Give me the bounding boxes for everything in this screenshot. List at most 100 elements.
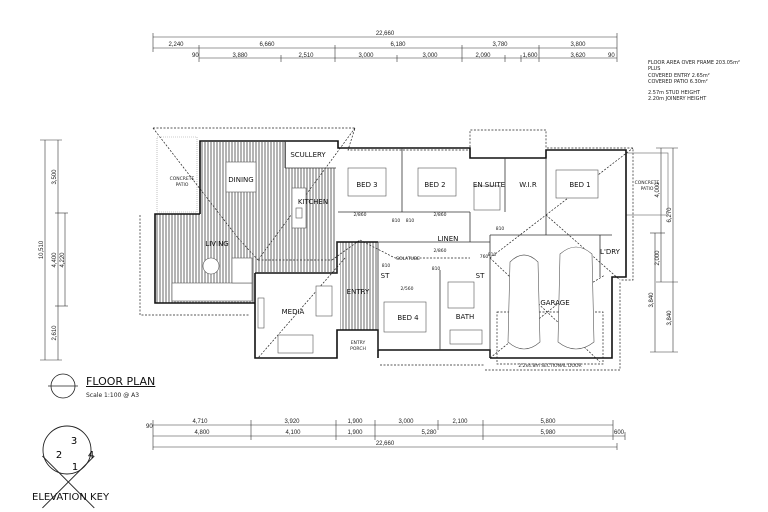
living-coffee-table [202, 257, 220, 275]
dim-bottom-wall: 90 [146, 424, 153, 430]
dim-left: 3,500 [52, 169, 58, 185]
dim-left: 4,400 [52, 252, 58, 268]
room-label: L'DRY [600, 248, 621, 256]
room-label: MEDIA [282, 308, 305, 316]
dim-right-mid: 3,840 [649, 292, 655, 308]
room-label: BED 4 [397, 314, 419, 322]
dim-bottom: 5,800 [540, 419, 556, 425]
shower [447, 281, 475, 309]
door-label: 810 [392, 218, 401, 224]
room-label: EN SUITE [473, 181, 505, 189]
dim-top: 2,240 [168, 42, 184, 48]
joinery-height-note: 2.20m JOINERY HEIGHT [648, 96, 707, 103]
dim-bottom: 3,920 [284, 419, 300, 425]
interior-walls [284, 141, 612, 358]
sink [295, 207, 303, 219]
dim-top: 6,660 [259, 42, 275, 48]
dim-top: 3,620 [570, 53, 586, 59]
room-label: ENTRY [351, 340, 366, 346]
room-label: PATIO [176, 182, 189, 188]
door-label: 2/860 [434, 212, 447, 218]
hatched-floor [156, 142, 378, 330]
room-label: BED 1 [569, 181, 590, 189]
dim-top-overall: 22,660 [376, 31, 395, 37]
room-label: DINING [228, 176, 253, 184]
bed-2 [417, 167, 457, 197]
bed-3 [347, 167, 387, 197]
dim-bottom: 4,100 [285, 430, 301, 436]
room-label: BED 2 [424, 181, 445, 189]
door-label: 2/860 [354, 212, 367, 218]
floor-area-note: FLOOR AREA OVER FRAME 203.05m² [648, 60, 740, 66]
door-label: 810 [406, 218, 415, 224]
room-label: PORCH [350, 346, 366, 352]
dim-top: 6,180 [390, 42, 406, 48]
dim-bottom: 4,800 [194, 430, 210, 436]
concrete-patio-left [156, 136, 198, 213]
room-label: LIVING [205, 240, 228, 248]
floor-plan-symbol [48, 373, 78, 399]
dim-bottom: 2,100 [452, 419, 468, 425]
room-label: ST [381, 272, 390, 280]
elevation-key-label: ELEVATION KEY [32, 492, 110, 503]
bed-1 [555, 169, 599, 199]
media-chair [315, 285, 333, 317]
dim-top: 3,800 [570, 42, 586, 48]
floor-area-notes: FLOOR AREA OVER FRAME 203.05m² PLUS COVE… [648, 60, 740, 103]
dim-top: 3,000 [358, 53, 374, 59]
note-label: 2.2x4.8m SECTIONAL DOOR [518, 363, 581, 369]
right-dimensions [650, 147, 678, 353]
dim-bottom: 3,000 [398, 419, 414, 425]
dim-top: 1,600 [522, 53, 538, 59]
car-1 [507, 254, 541, 350]
room-label: LINEN [438, 235, 459, 243]
room-label: BATH [456, 313, 475, 321]
covered-patio-note: COVERED PATIO 6.30m² [648, 78, 708, 85]
room-label: W.I.R [519, 181, 537, 189]
furniture [171, 161, 599, 354]
dim-top: 3,000 [422, 53, 438, 59]
sofa-chaise [231, 257, 253, 284]
room-labels: CONCRETE PATIO DINING SCULLERY KITCHEN L… [170, 151, 660, 369]
drawing-scale: Scale 1:100 @ A3 [86, 392, 140, 399]
room-label: ST [476, 272, 485, 280]
elevation-key-3: 3 [71, 436, 77, 447]
dim-left-inner: 4,220 [60, 252, 66, 268]
bottom-dimensions [152, 420, 626, 450]
top-dimensions [152, 33, 618, 62]
car-2 [557, 246, 595, 350]
door-label: 810 [432, 266, 441, 272]
dim-right-inner: 2,000 [655, 250, 661, 266]
bed-4 [383, 301, 427, 333]
door-label: 810 [488, 252, 497, 258]
dim-left-overall: 10,510 [39, 240, 45, 259]
bathtub [449, 329, 483, 345]
door-label: 810 [382, 263, 391, 269]
dining-table [225, 161, 257, 193]
room-label: KITCHEN [298, 198, 328, 206]
dim-top: 3,880 [232, 53, 248, 59]
elevation-key-2: 2 [56, 450, 62, 461]
door-label: 2/860 [434, 248, 447, 254]
room-label: CONCRETE [170, 176, 195, 182]
left-dimensions [40, 139, 68, 361]
room-label: CONCRETE [635, 180, 660, 186]
dim-left: 2,610 [52, 325, 58, 341]
dim-top: 3,780 [492, 42, 508, 48]
dim-bottom: 1,900 [347, 430, 363, 436]
dim-top-wall: 90 [608, 53, 615, 59]
elevation-key-1: 1 [72, 462, 78, 473]
drawing-title: FLOOR PLAN [86, 375, 156, 388]
dim-bottom-overall: 22,660 [376, 441, 395, 447]
dim-right-outer: 6,270 [667, 207, 673, 223]
elevation-key-symbol [42, 425, 95, 509]
en-suite-shower [473, 185, 501, 211]
plus-note: PLUS [648, 66, 661, 73]
elevation-key-4: 4 [88, 450, 94, 461]
note-label: SOLATUBE [396, 256, 420, 262]
door-label: 2/560 [401, 286, 414, 292]
room-label: GARAGE [540, 299, 569, 307]
room-label: PATIO [641, 186, 654, 192]
dim-bottom: 4,710 [192, 419, 208, 425]
